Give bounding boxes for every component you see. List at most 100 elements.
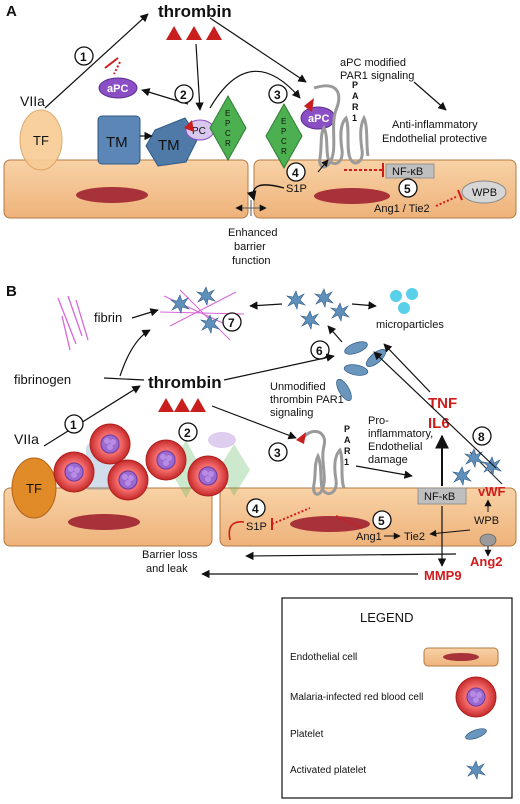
ang1-label-b: Ang1 — [356, 531, 382, 543]
legend-title: LEGEND — [360, 610, 413, 625]
thrombin-par1-text: thrombin PAR1 — [270, 394, 344, 406]
nfkb-label-b: NF-κB — [424, 491, 455, 503]
step-7-b: 7 — [228, 316, 235, 330]
wpb-a — [461, 180, 507, 204]
resting-platelets — [336, 341, 387, 402]
tissue-factor-b — [11, 457, 57, 519]
nucleus-a-left — [76, 187, 148, 203]
wpb-label-b: WPB — [474, 515, 499, 527]
step-6-b: 6 — [316, 344, 323, 358]
infected-rbc-4 — [145, 439, 187, 481]
damage-text: damage — [368, 454, 408, 466]
nucleus-b-left — [68, 514, 140, 530]
epcr2-e: E — [281, 117, 286, 126]
legend-activated-platelet: Activated platelet — [290, 765, 366, 776]
activated-platelet-2 — [314, 288, 334, 308]
nfkb-box-a — [385, 163, 435, 179]
step-3-a: 3 — [274, 88, 281, 102]
nfkb-label-a: NF-κB — [392, 166, 423, 178]
viia-label-a: VIIa — [20, 93, 45, 109]
il6-label: IL6 — [428, 415, 450, 432]
barrier-loss-text: Barrier loss — [142, 549, 198, 561]
epcr-2 — [265, 102, 303, 170]
par1-b-1: 1 — [344, 457, 349, 467]
s1p-label-b: S1P — [246, 521, 267, 533]
pc-label: PC — [192, 126, 206, 137]
par1-receptor-b — [300, 430, 346, 496]
infected-rbc-3 — [107, 459, 149, 501]
epcr1-c: C — [225, 129, 231, 138]
legend-platelet-swatch — [465, 728, 487, 740]
activated-platelet-3 — [300, 310, 320, 330]
par1-a-1: 1 — [352, 113, 357, 123]
tm-label-1: TM — [106, 134, 128, 151]
vwf-platelet-3 — [452, 466, 472, 486]
and-leak-text: and leak — [146, 563, 188, 575]
par1-b-a: A — [344, 435, 351, 445]
infected-rbc-2 — [89, 423, 131, 465]
vwf-platelet-1 — [464, 448, 484, 468]
infected-rbc-1 — [53, 451, 95, 493]
step-1-b: 1 — [70, 418, 77, 432]
function-text: function — [232, 255, 271, 267]
clot-platelet-1 — [170, 294, 190, 314]
legend-rbc-swatch — [455, 676, 497, 718]
microparticles-label: microparticles — [376, 319, 444, 331]
step-4-b: 4 — [252, 502, 259, 516]
legend-endothelial: Endothelial cell — [290, 652, 357, 663]
par1-signaling-text: PAR1 signaling — [340, 70, 414, 82]
ang-tie-label-a: Ang1 / Tie2 — [374, 203, 430, 215]
tm-label-2: TM — [158, 137, 180, 154]
epcr-1 — [209, 94, 247, 162]
thrombomodulin-2 — [145, 117, 199, 167]
fibrinogen-label: fibrinogen — [14, 372, 71, 387]
tnf-label: TNF — [428, 395, 457, 412]
apc-free — [98, 77, 138, 99]
thrombin-label-b: thrombin — [148, 373, 222, 392]
step-5-a: 5 — [404, 182, 411, 196]
infected-rbc-5 — [187, 455, 229, 497]
epcr1-p: P — [225, 119, 230, 128]
vwf-label: vWF — [478, 484, 506, 499]
apc-label-2: aPC — [308, 113, 329, 125]
nucleus-a-right — [314, 188, 390, 204]
s1p-label-a: S1P — [286, 183, 307, 195]
step-5-b: 5 — [378, 514, 385, 528]
activated-platelet-4 — [330, 302, 350, 322]
legend-rbc: Malaria-infected red blood cell — [290, 692, 423, 703]
viia-label-b: VIIa — [14, 431, 39, 447]
thrombin-triangles-a — [166, 26, 222, 40]
thrombin-triangles-b — [158, 398, 206, 412]
tie2-label-b: Tie2 — [404, 531, 425, 543]
tissue-factor-a — [19, 109, 63, 171]
mmp9-label: MMP9 — [424, 568, 462, 583]
endothelial-protective-text: Endothelial protective — [382, 133, 487, 145]
enhanced-text: Enhanced — [228, 227, 278, 239]
pro-text: Pro- — [368, 415, 389, 427]
apc-label-1: aPC — [107, 83, 128, 95]
endothelial-text: Endothelial — [368, 441, 422, 453]
fibrin-label: fibrin — [94, 310, 122, 325]
epcr2-c: C — [281, 137, 287, 146]
legend-platelet: Platelet — [290, 729, 324, 740]
epcr2-r: R — [281, 147, 287, 156]
anti-inflammatory-text: Anti-inflammatory — [392, 119, 478, 131]
step-3-b: 3 — [274, 446, 281, 460]
epcr1-r: R — [225, 139, 231, 148]
step-2-a: 2 — [180, 88, 187, 102]
apc-modified-text: aPC modified — [340, 57, 406, 69]
panel-b-letter: B — [6, 283, 17, 300]
inflammatory-text: inflammatory, — [368, 428, 433, 440]
tf-label-b: TF — [26, 481, 42, 496]
par1-receptor-a — [313, 84, 370, 169]
epcr1-e: E — [225, 109, 230, 118]
par1-a-a: A — [352, 91, 359, 101]
barrier-text: barrier — [234, 241, 266, 253]
panel-a-letter: A — [6, 3, 17, 20]
par1-a-r: R — [352, 102, 359, 112]
step-8-b: 8 — [478, 430, 485, 444]
epcr2-p: P — [281, 127, 286, 136]
signaling-text: signaling — [270, 407, 313, 419]
step-2-b: 2 — [184, 426, 191, 440]
par1-b-r: R — [344, 446, 351, 456]
